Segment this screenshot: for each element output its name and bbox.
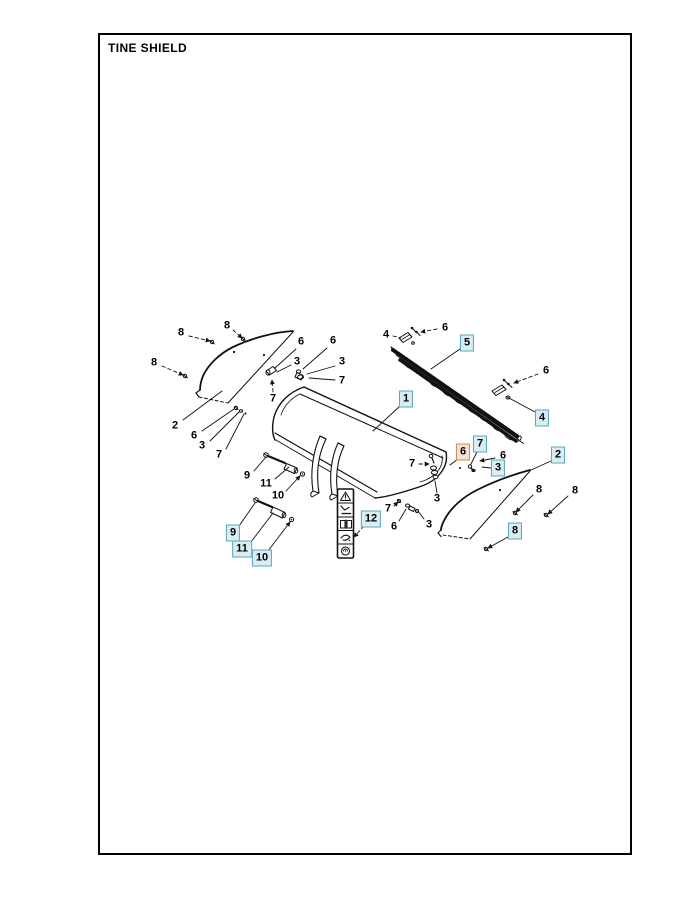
part-callout-3: 3 [433, 492, 441, 505]
part-callout-6: 6 [441, 321, 449, 334]
part-callout-3: 3 [293, 355, 301, 368]
main-shield-art [271, 386, 448, 499]
warning-triangle-icon [340, 491, 351, 501]
leader-line-7 [470, 451, 478, 465]
leader-line-10 [267, 521, 291, 552]
part-callout-6: 6 [499, 449, 507, 462]
part-callout-6: 6 [329, 334, 337, 347]
bolt-set-lower-art [253, 497, 295, 523]
leader-line-8 [487, 536, 509, 549]
leader-line-3 [481, 466, 492, 469]
left-side-plate-art [195, 330, 294, 404]
leader-line-6 [302, 347, 328, 370]
leader-line-6 [479, 457, 496, 463]
part-callout-7: 7 [408, 457, 416, 470]
part-callout-7: 7 [269, 392, 277, 405]
bolt-set-upper-art [263, 452, 306, 477]
part-callout-2: 2 [171, 419, 179, 432]
leader-line-7 [269, 379, 275, 393]
leader-line-5 [430, 348, 461, 370]
leader-line-4 [506, 396, 536, 413]
right-fastener-cluster-art [428, 453, 476, 480]
part-callout-9: 9 [243, 469, 251, 482]
part-callout-6: 6 [542, 364, 550, 377]
leader-line-12 [353, 525, 365, 538]
part-callout-4: 4 [382, 328, 390, 341]
leader-line-4 [392, 335, 402, 339]
part-callout-8: 8 [535, 483, 543, 496]
part-callout-2[interactable]: 2 [550, 446, 566, 464]
leader-line-11 [250, 512, 274, 543]
end-cap-left-art [398, 326, 421, 345]
thrown-object-icon [340, 534, 351, 542]
leader-line-8 [232, 329, 243, 339]
part-callout-7: 7 [338, 374, 346, 387]
leader-line-10 [285, 475, 301, 492]
leader-line-11 [274, 466, 290, 480]
leader-line-7 [225, 413, 245, 450]
tine-bar-art [390, 346, 524, 444]
leader-line-9 [238, 502, 256, 527]
part-callout-3: 3 [338, 355, 346, 368]
warning-decal-art [336, 488, 355, 559]
part-callout-11[interactable]: 11 [232, 540, 252, 558]
read-manual-icon [340, 519, 352, 529]
part-callout-9[interactable]: 9 [225, 524, 241, 542]
part-callout-10[interactable]: 10 [251, 549, 273, 567]
part-callout-6: 6 [390, 520, 398, 533]
leader-line-8 [547, 495, 569, 515]
part-callout-1[interactable]: 1 [398, 390, 414, 408]
part-callout-8: 8 [223, 319, 231, 332]
page-title: TINE SHIELD [108, 41, 188, 55]
leader-line-6 [420, 328, 438, 334]
leader-line-3 [417, 510, 425, 520]
part-callout-3: 3 [425, 518, 433, 531]
leader-line-6 [398, 508, 407, 522]
part-callout-12[interactable]: 12 [360, 510, 382, 528]
part-callout-7: 7 [215, 448, 223, 461]
leader-line-6 [201, 408, 235, 432]
leader-line-6 [274, 348, 297, 369]
leader-line-3 [434, 480, 438, 494]
part-callout-4[interactable]: 4 [534, 409, 550, 427]
part-callout-6[interactable]: 6 [455, 443, 471, 461]
lower-fastener-cluster-art [396, 498, 420, 514]
part-callout-3: 3 [198, 439, 206, 452]
screw-icons-left [182, 336, 247, 415]
leader-line-3 [306, 365, 336, 375]
leader-line-3 [209, 411, 240, 442]
part-callout-8[interactable]: 8 [507, 522, 523, 540]
mounting-bracket-art [310, 435, 345, 501]
part-callout-3[interactable]: 3 [490, 459, 506, 477]
part-callout-8: 8 [571, 484, 579, 497]
right-side-plate-art [437, 469, 531, 540]
part-callout-8: 8 [177, 326, 185, 339]
leader-line-2 [530, 460, 552, 471]
part-callout-6: 6 [297, 335, 305, 348]
screw-icons-right [483, 510, 549, 552]
part-callout-7[interactable]: 7 [472, 435, 488, 453]
leader-line-7 [308, 377, 336, 381]
rotating-tine-icon [340, 546, 351, 556]
part-callout-5[interactable]: 5 [459, 334, 475, 352]
leader-line-2 [182, 390, 223, 421]
part-callout-6: 6 [190, 429, 198, 442]
end-cap-right-art [491, 378, 513, 400]
leader-line-1 [372, 405, 401, 432]
part-callout-8: 8 [150, 356, 158, 369]
leader-line-8 [515, 494, 534, 513]
part-callout-11: 11 [260, 477, 272, 490]
part-callout-7: 7 [384, 502, 392, 515]
page-border [98, 33, 632, 855]
leader-line-9 [253, 456, 267, 472]
part-callout-10: 10 [271, 489, 285, 502]
leader-line-7 [393, 501, 399, 507]
hinge-bushing-icons [265, 366, 304, 381]
foot-hazard-icon [340, 505, 352, 515]
leader-line-6 [513, 373, 539, 384]
leader-line-8 [161, 365, 184, 376]
leader-line-8 [188, 335, 211, 343]
leader-line-3 [276, 364, 292, 373]
